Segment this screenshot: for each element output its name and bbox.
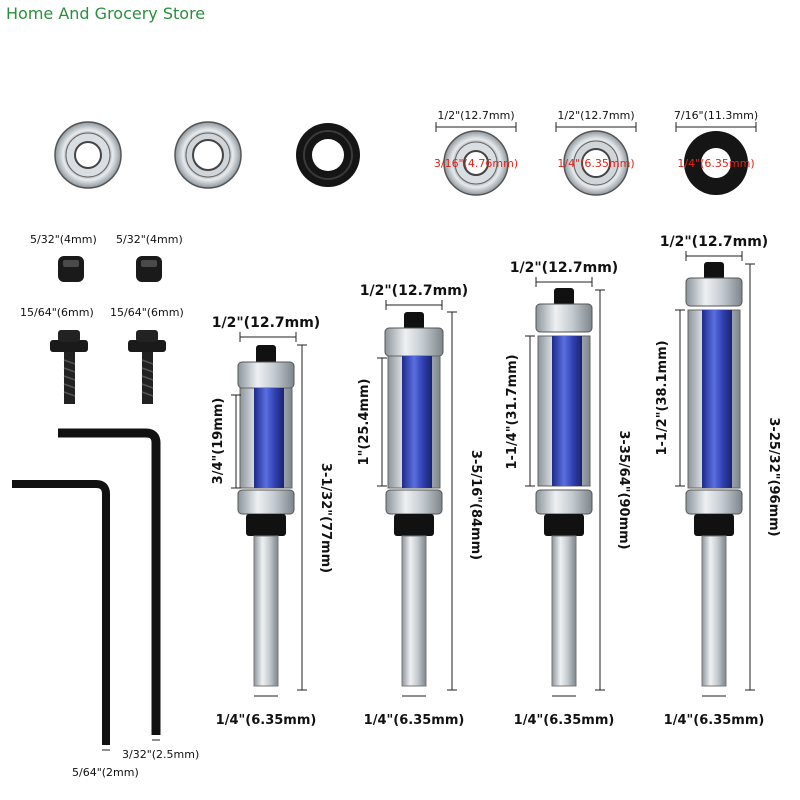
router-bit-3: 1/2"(12.7mm) 1-1/4"(31.7mm) 3-35/64"(90m… [505, 260, 631, 728]
bit-2-shank-label: 1/4"(6.35mm) [364, 713, 465, 728]
screw-2 [128, 330, 166, 404]
bearing-labeled-1: 1/2"(12.7mm) 3/16"(4.76mm) [434, 109, 518, 196]
store-name: Home And Grocery Store [6, 4, 206, 23]
wrench-small-label: 5/64"(2mm) [72, 766, 139, 779]
bearing-labeled-2: 1/2"(12.7mm) 1/4"(6.35mm) [555, 109, 637, 196]
bit-2-total-length-label: 3-5/16"(84mm) [468, 450, 483, 560]
wrench-large-label: 3/32"(2.5mm) [122, 748, 199, 761]
screw-1-label: 15/64"(6mm) [20, 306, 94, 319]
screw-2-label: 15/64"(6mm) [110, 306, 184, 319]
bit-2-diameter-label: 1/2"(12.7mm) [360, 283, 468, 299]
screw-1 [50, 330, 88, 404]
hex-wrench-large [58, 428, 161, 735]
bit-3-diameter-label: 1/2"(12.7mm) [510, 260, 618, 276]
bit-1-total-length-label: 3-1/32"(77mm) [318, 463, 333, 573]
bit-1-shank-label: 1/4"(6.35mm) [216, 713, 317, 728]
router-bit-2: 1/2"(12.7mm) 1"(25.4mm) 3-5/16"(84mm) 1/… [357, 283, 483, 728]
bearing-1-od-label: 1/2"(12.7mm) [437, 109, 514, 122]
bit-3-total-length-label: 3-35/64"(90mm) [616, 430, 631, 549]
bit-3-shank-label: 1/4"(6.35mm) [514, 713, 615, 728]
nut-2 [136, 256, 162, 282]
bearing-3-od-label: 7/16"(11.3mm) [674, 109, 758, 122]
router-bit-4: 1/2"(12.7mm) 1-1/2"(38.1mm) 3-25/32"(96m… [655, 234, 781, 728]
nut-1 [58, 256, 84, 282]
bit-2-cut-length-label: 1"(25.4mm) [357, 379, 372, 466]
bearing-1-id-label: 3/16"(4.76mm) [434, 157, 518, 170]
bearing-2-od-label: 1/2"(12.7mm) [557, 109, 634, 122]
rubber-ring-left [296, 123, 360, 187]
router-bit-1: 1/2"(12.7mm) 3/4"(19mm) 3-1/32"(77mm) 1/… [211, 315, 333, 728]
nut-1-label: 5/32"(4mm) [30, 233, 97, 246]
bit-1-cut-length-label: 3/4"(19mm) [211, 398, 226, 485]
bearing-left-2 [174, 121, 242, 189]
bearing-3-id-label: 1/4"(6.35mm) [677, 157, 754, 170]
bit-4-shank-label: 1/4"(6.35mm) [664, 713, 765, 728]
bearing-left-1 [54, 121, 122, 189]
bit-4-diameter-label: 1/2"(12.7mm) [660, 234, 768, 250]
nut-2-label: 5/32"(4mm) [116, 233, 183, 246]
bit-4-total-length-label: 3-25/32"(96mm) [766, 417, 781, 536]
bearing-2-id-label: 1/4"(6.35mm) [557, 157, 634, 170]
bit-3-cut-length-label: 1-1/4"(31.7mm) [505, 354, 520, 469]
rubber-ring-labeled: 7/16"(11.3mm) 1/4"(6.35mm) [674, 109, 758, 195]
bit-4-cut-length-label: 1-1/2"(38.1mm) [655, 340, 670, 455]
hex-wrench-small [12, 480, 110, 745]
bit-1-diameter-label: 1/2"(12.7mm) [212, 315, 320, 331]
